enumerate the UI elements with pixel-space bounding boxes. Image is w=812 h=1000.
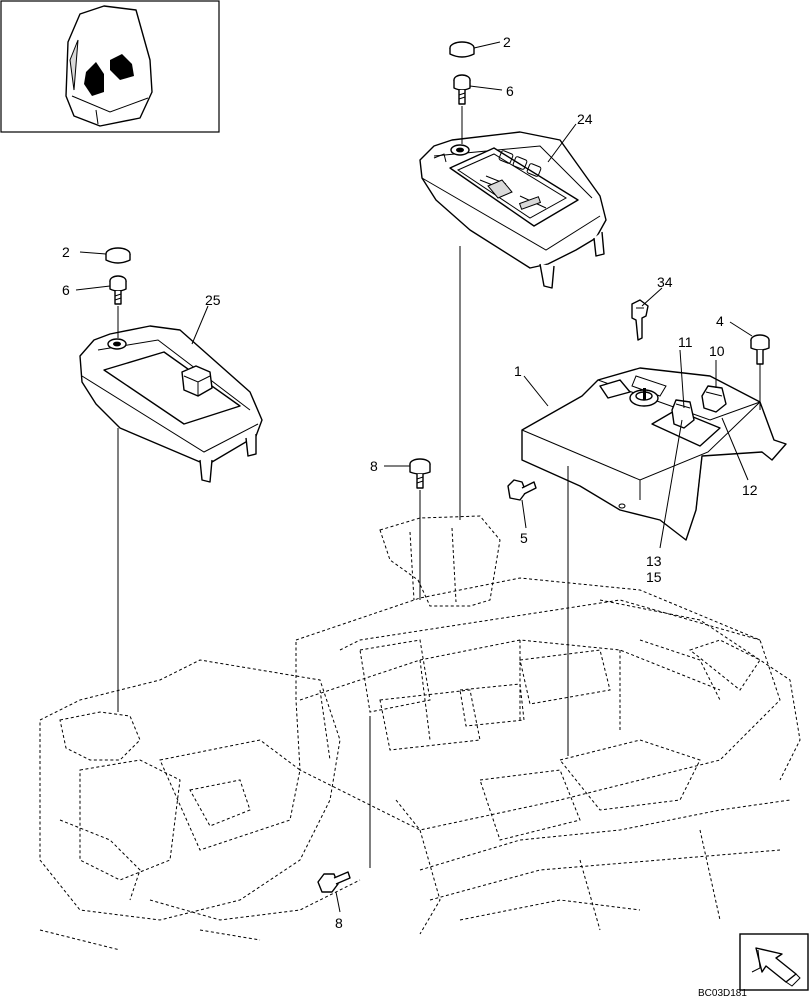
part-6-screw-top xyxy=(453,74,471,105)
part-5-bolt xyxy=(507,479,537,501)
callout-2-top: 2 xyxy=(503,34,511,50)
callout-10: 10 xyxy=(709,343,725,359)
part-4-bolt xyxy=(750,334,770,365)
part-8-bolt-bottom xyxy=(317,871,351,893)
callout-1: 1 xyxy=(514,363,522,379)
cab-location-inset xyxy=(0,0,220,133)
part-8-bolt-mid xyxy=(409,458,431,489)
callout-24: 24 xyxy=(577,111,593,127)
part-34-key xyxy=(631,299,649,341)
part-24-monitor-panel xyxy=(419,131,607,289)
part-2-cap-top xyxy=(449,41,475,58)
callout-34: 34 xyxy=(657,274,673,290)
part-25-side-panel xyxy=(79,325,263,483)
callout-15: 15 xyxy=(646,569,662,585)
alignment-lines xyxy=(117,106,761,868)
leader-lines xyxy=(75,41,753,913)
callout-4: 4 xyxy=(716,313,724,329)
callout-5: 5 xyxy=(520,530,528,546)
callout-25: 25 xyxy=(205,292,221,308)
callout-6-top: 6 xyxy=(506,83,514,99)
machine-frame-dashed xyxy=(39,515,801,951)
part-1-switch-panel xyxy=(521,367,787,541)
callout-2-left: 2 xyxy=(62,244,70,260)
callout-6-left: 6 xyxy=(62,282,70,298)
illustration-code: BC03D181 xyxy=(698,988,747,999)
navigation-arrow-icon[interactable] xyxy=(739,933,809,991)
callout-8-mid: 8 xyxy=(370,458,378,474)
callout-12: 12 xyxy=(742,482,758,498)
callout-11: 11 xyxy=(678,334,693,350)
part-6-screw-left xyxy=(109,275,127,305)
callout-8-bottom: 8 xyxy=(335,915,343,931)
part-2-cap-left xyxy=(105,247,131,264)
callout-13: 13 xyxy=(646,553,662,569)
callouts: 2 6 24 2 6 25 34 4 11 10 1 12 8 5 13 15 … xyxy=(62,34,758,931)
